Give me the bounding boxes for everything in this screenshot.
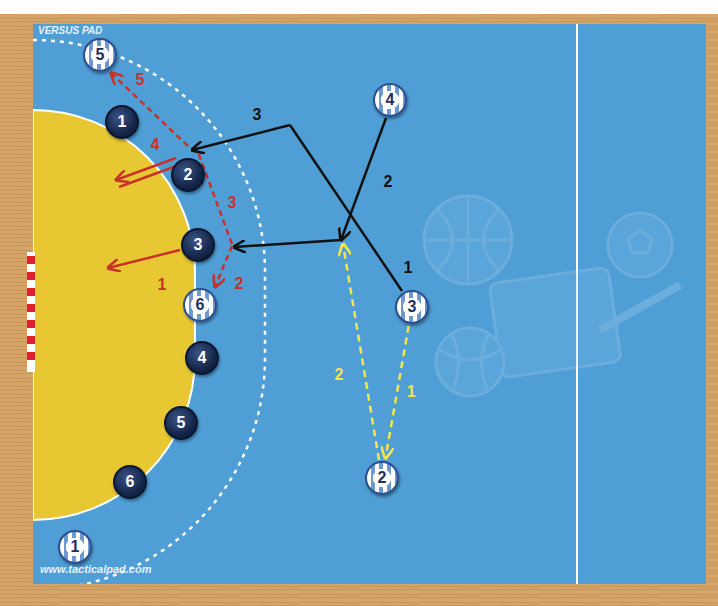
attacker-player: 6 [183, 288, 217, 322]
defender-player: 5 [164, 406, 198, 440]
attacker-player: 5 [83, 38, 117, 72]
player-number: 1 [71, 539, 80, 555]
player-number: 4 [386, 92, 395, 108]
step-number: 1 [404, 260, 413, 276]
step-number: 3 [228, 195, 237, 211]
step-number: 5 [136, 72, 145, 88]
attacker-player: 3 [395, 290, 429, 324]
watermark-illustration [424, 196, 680, 396]
run-arrow [192, 125, 290, 150]
player-number: 3 [408, 299, 417, 315]
defender-move [108, 250, 180, 268]
step-number: 2 [335, 367, 344, 383]
player-number: 6 [196, 297, 205, 313]
watermark: www.tacticalpad.com [40, 564, 151, 575]
goal [27, 252, 35, 372]
defender-player: 2 [171, 158, 205, 192]
player-number: 3 [194, 237, 203, 253]
step-number: 2 [384, 174, 393, 190]
defender-player: 6 [113, 465, 147, 499]
court-floor [33, 24, 706, 584]
defender-player: 3 [181, 228, 215, 262]
player-number: 6 [126, 474, 135, 490]
step-number: 1 [158, 277, 167, 293]
attacker-player: 2 [365, 461, 399, 495]
step-number: 4 [151, 137, 160, 153]
player-number: 1 [118, 114, 127, 130]
player-number: 2 [378, 470, 387, 486]
player-number: 4 [198, 350, 207, 366]
player-number: 2 [184, 167, 193, 183]
step-number: 3 [253, 107, 262, 123]
run-arrow [234, 240, 341, 247]
wood-frame [0, 14, 718, 606]
defender-player: 4 [185, 341, 219, 375]
player-number: 5 [96, 47, 105, 63]
watermark: VERSUS PAD [38, 26, 102, 36]
step-number: 1 [407, 384, 416, 400]
pass-arrow [385, 326, 408, 459]
defender-move [215, 246, 232, 287]
defender-player: 1 [105, 105, 139, 139]
pass-arrow [343, 244, 379, 460]
run-arrow [341, 118, 386, 240]
player-number: 5 [177, 415, 186, 431]
attacker-player: 1 [58, 530, 92, 564]
attacker-player: 4 [373, 83, 407, 117]
free-throw-line [33, 40, 265, 584]
goal-stripes [27, 260, 35, 356]
step-number: 2 [235, 276, 244, 292]
defender-retreat [119, 165, 179, 187]
